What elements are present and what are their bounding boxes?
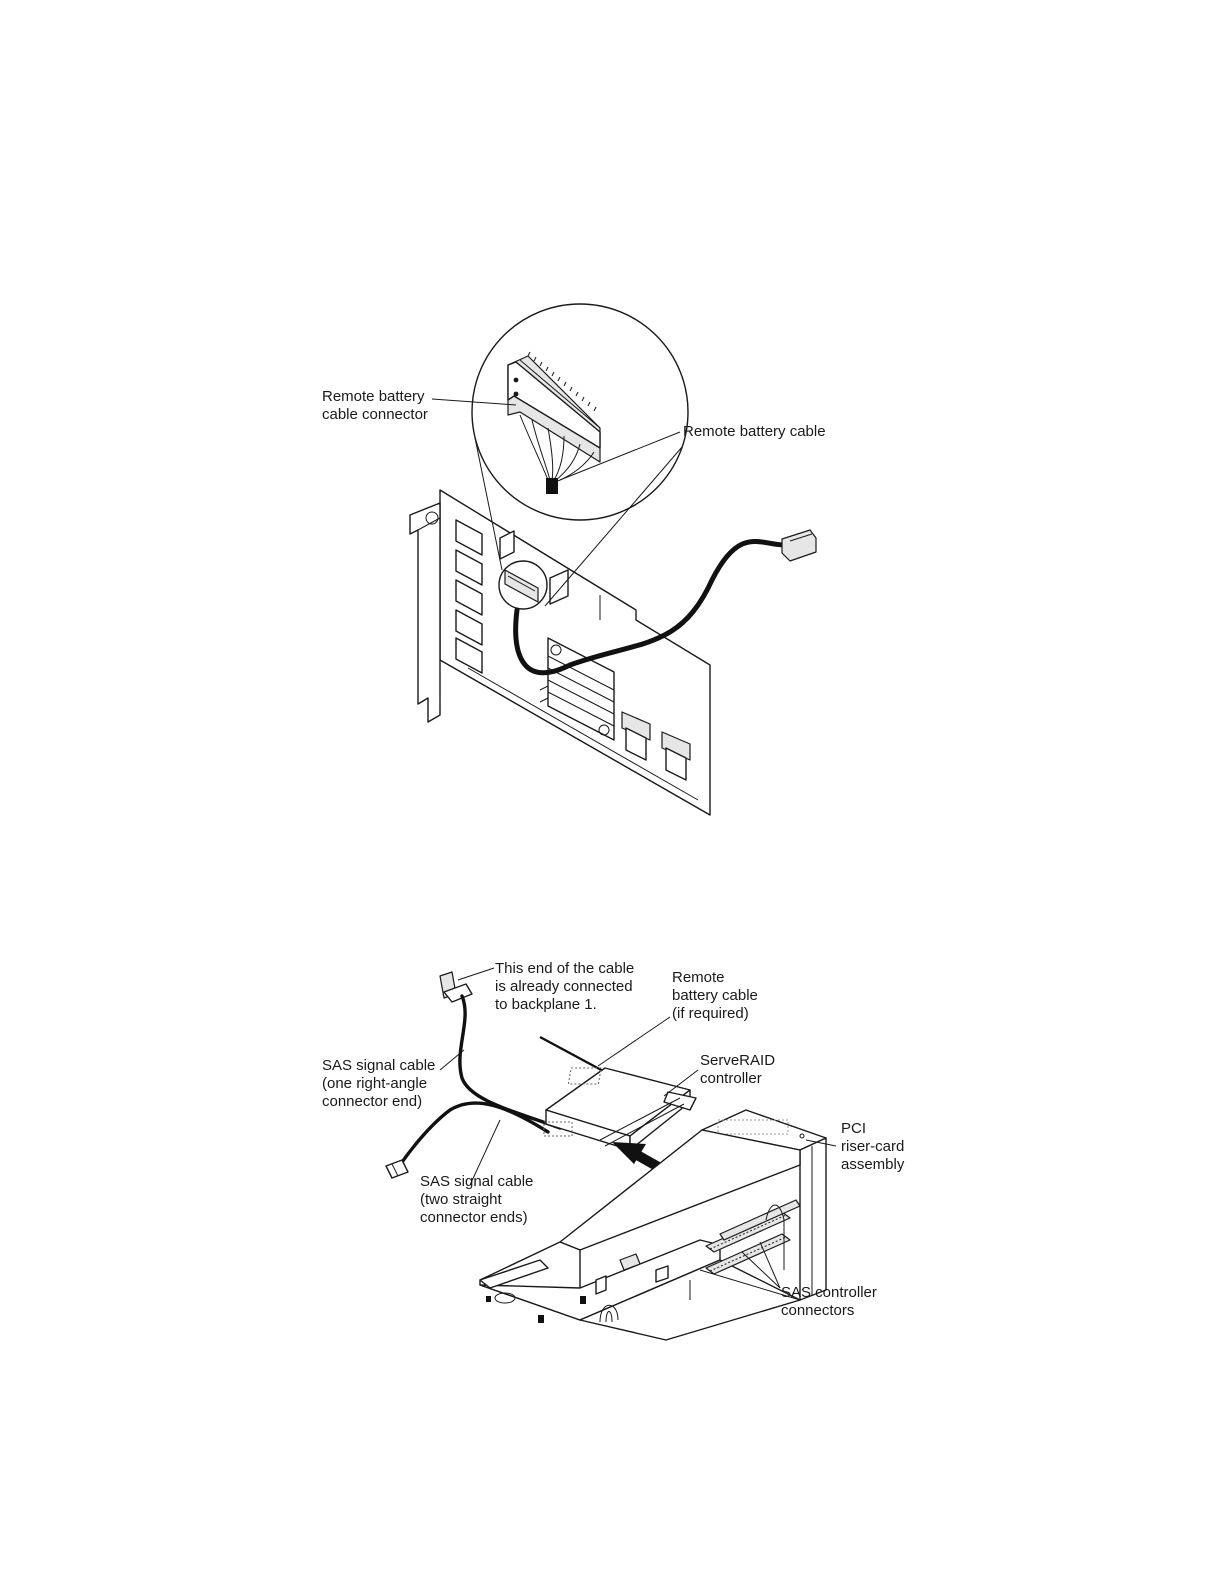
sas-connectors-card [621,711,691,781]
figure-serveraid-install: This end of the cable is already connect… [0,950,1224,1350]
remote-battery-cable-line [513,539,788,676]
leader-sas-connector-1 [741,1251,781,1289]
label-sas-signal-cable-right-angle: SAS signal cable (one right-angle connec… [322,1057,436,1110]
label-remote-battery-cable: Remote battery cable [683,423,826,440]
label-cable-end-connected: This end of the cable is already connect… [495,960,635,1013]
label-sas-controller-connectors: SAS controller connectors [781,1284,877,1319]
label-remote-battery-cable: Remote battery cable (if required) [672,969,758,1022]
figure-remote-battery-cable: Remote battery cable connector Remote ba… [0,303,1224,830]
remote-battery-cable-line [539,1035,606,1074]
remote-battery-cable-end-connector [781,529,817,562]
figure1-illustration [409,303,817,816]
leader-serveraid [663,1069,699,1097]
label-serveraid-controller: ServeRAID controller [700,1052,776,1087]
label-sas-signal-cable-straight: SAS signal cable (two straight connector… [420,1173,534,1226]
sas-signal-cable-right-angle [458,994,562,1130]
leader-cable [559,431,681,481]
raid-card-board [409,489,711,816]
label-pci-riser-card-assembly: PCI riser-card assembly [841,1120,905,1173]
sas-controller-connectors [705,1199,801,1275]
leader-sas-right-angle [439,1049,465,1071]
right-angle-connector [439,971,473,1003]
leader-pci-riser [805,1139,837,1147]
label-remote-battery-cable-connector: Remote battery cable connector [322,388,428,423]
leader-sas-connector-2 [759,1241,781,1289]
sas-signal-cable-straight [396,1101,550,1170]
heat-sink [539,637,615,741]
leader-remote-battery [597,1016,671,1067]
memory-chips [455,519,483,674]
figure2-illustration [385,967,837,1341]
straight-connector-end [385,1159,409,1179]
leader-sas-straight [469,1119,501,1186]
magnified-connector-detail [471,303,689,607]
leader-connector [431,398,517,406]
serveraid-controller-card [543,1067,697,1151]
pci-riser-card-assembly [479,1109,827,1341]
leader-cable-end [457,967,495,981]
